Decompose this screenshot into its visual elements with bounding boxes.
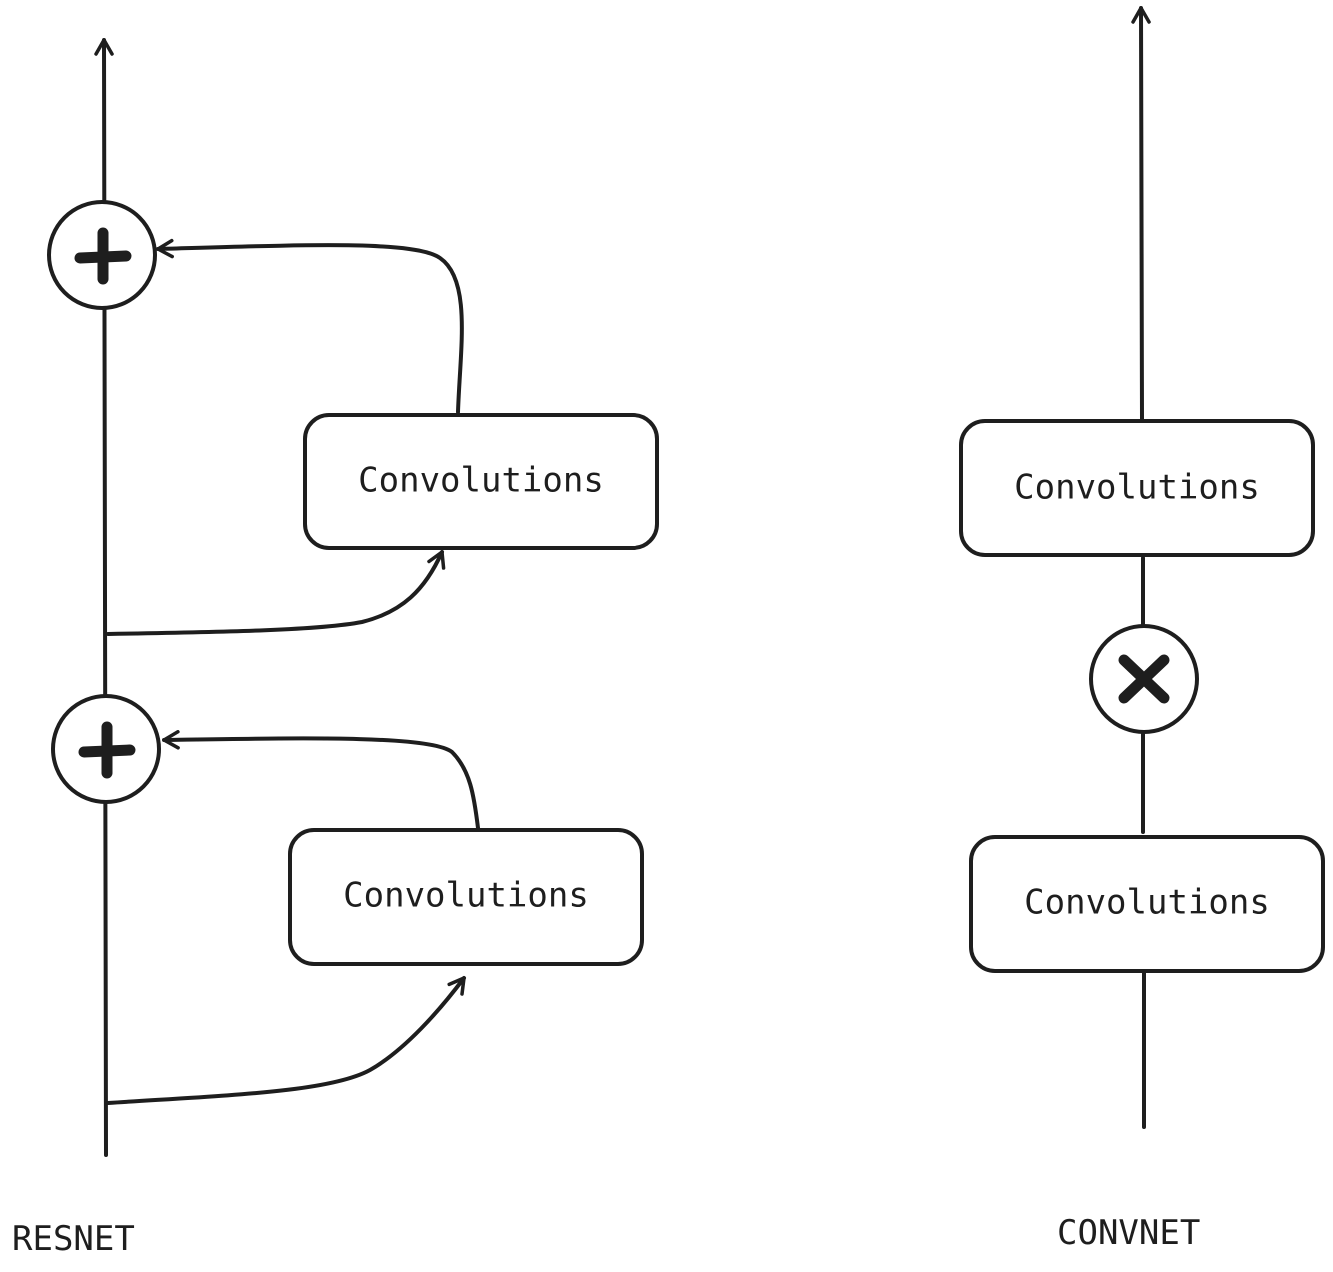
convnet-diagram: Convolutions Convolutions CONVNET [959, 6, 1325, 1253]
convnet-convolution-label-upper: Convolutions [1014, 468, 1260, 508]
resnet-convolution-label-lower: Convolutions [343, 876, 589, 916]
convnet-output-arrow [1131, 6, 1151, 422]
resnet-diagram: Convolutions Convolutions RESNET [12, 38, 659, 1259]
resnet-convolution-label-upper: Convolutions [358, 461, 604, 501]
resnet-input-arrow-upper [106, 550, 446, 636]
plus-icon [74, 227, 132, 285]
resnet-residual-arrow-upper [156, 238, 464, 414]
plus-icon [78, 721, 136, 779]
multiply-icon [1118, 654, 1170, 704]
resnet-convolution-block-upper: Convolutions [303, 413, 659, 550]
convnet-convolution-label-lower: Convolutions [1024, 883, 1270, 923]
resnet-add-node-upper [47, 200, 157, 310]
resnet-residual-arrow-lower [162, 730, 480, 830]
convnet-multiply-node [1089, 624, 1199, 734]
resnet-convolution-block-lower: Convolutions [288, 828, 644, 966]
resnet-title: RESNET [12, 1219, 135, 1259]
resnet-input-arrow-lower [106, 976, 466, 1105]
convnet-convolution-block-upper: Convolutions [959, 419, 1315, 557]
resnet-add-node-lower [51, 694, 161, 804]
convnet-convolution-block-lower: Convolutions [969, 835, 1325, 973]
convnet-title: CONVNET [1057, 1213, 1200, 1253]
